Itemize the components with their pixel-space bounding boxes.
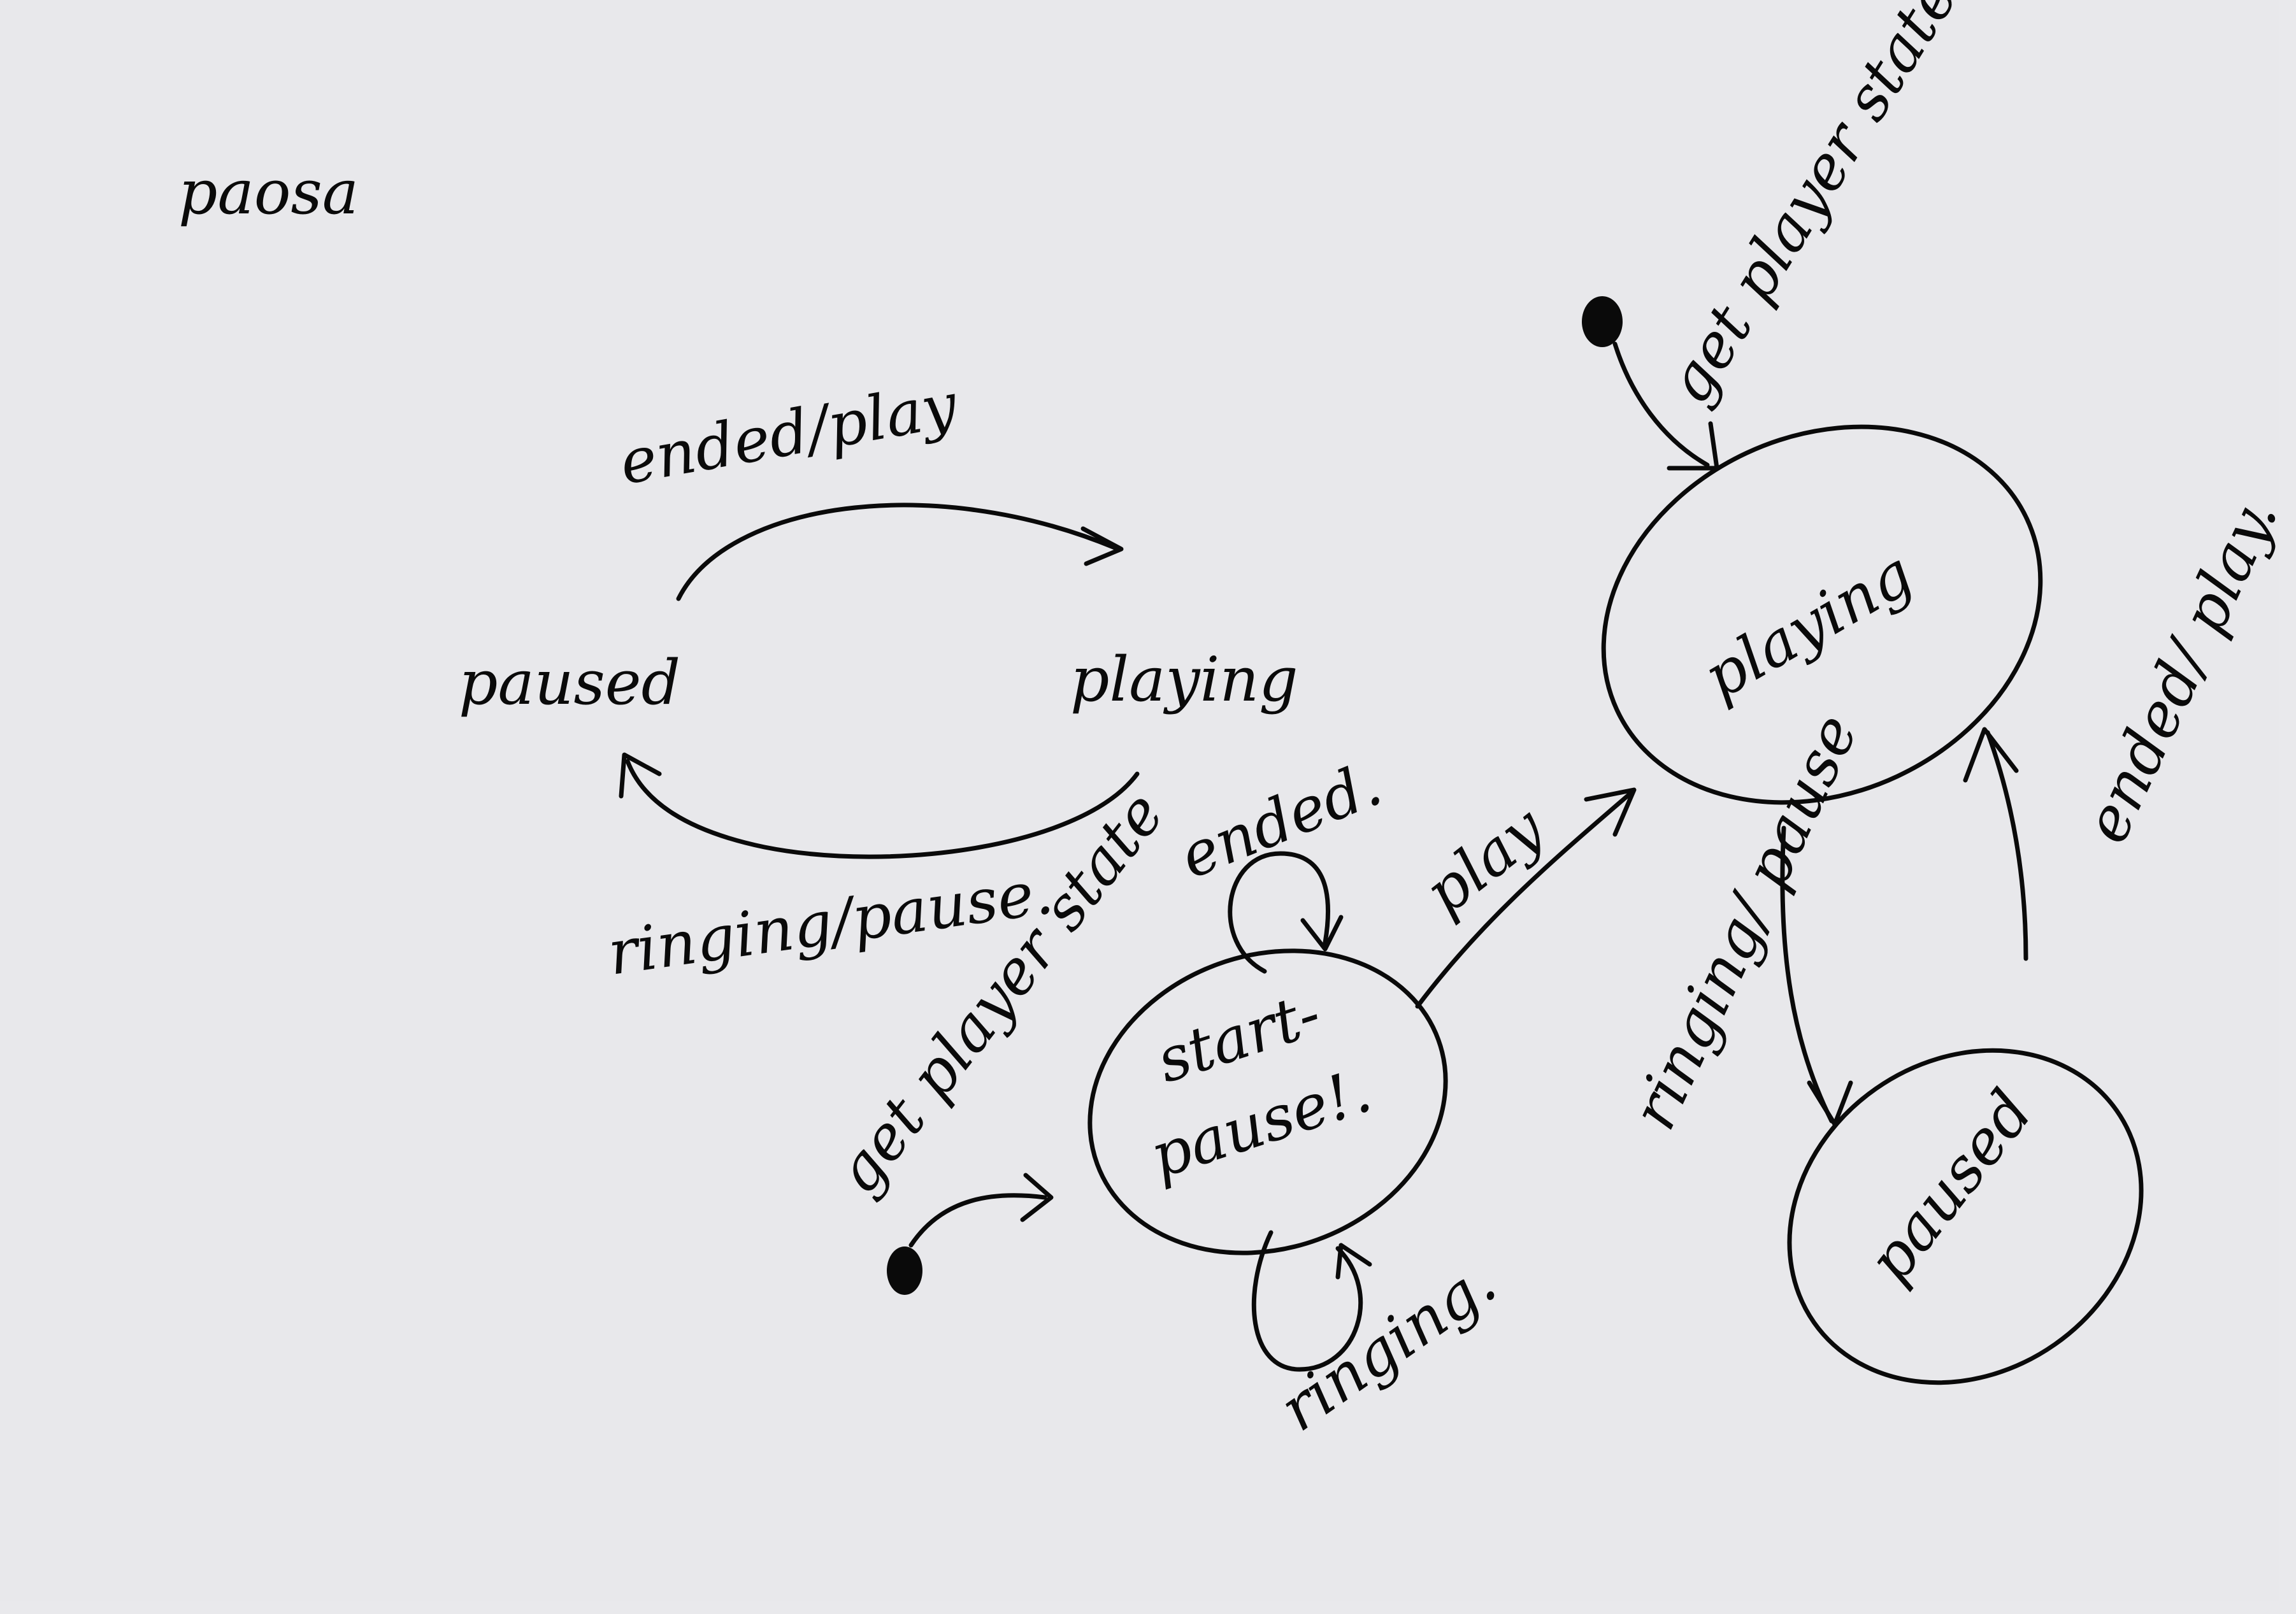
label-ended: ended. xyxy=(1170,748,1391,892)
left-arc-paused-to-playing xyxy=(676,503,1117,601)
left-label-ended-play: ended/play xyxy=(615,369,963,498)
label-play: play xyxy=(1411,792,1558,929)
initial-arrowhead-playing xyxy=(1667,421,1719,471)
start-self-loop-top-arrow xyxy=(1300,915,1344,952)
start-self-loop-bottom xyxy=(1251,1230,1363,1372)
left-diagram: paused playing ended/play ringing/pause. xyxy=(459,369,1298,989)
state-paused-ellipse xyxy=(1787,1048,2144,1385)
state-playing-ellipse xyxy=(1601,424,2043,805)
title-text: paosa xyxy=(178,157,359,228)
arrowhead-playing-to-paused xyxy=(1807,1080,1853,1127)
left-arrowhead-top xyxy=(1080,526,1124,566)
arrowhead-start-to-playing xyxy=(1584,787,1637,837)
left-arrowhead-bottom xyxy=(619,752,662,799)
right-diagram: start- pause!. ended. ringing. get playe… xyxy=(822,0,2292,1445)
label-ringing: ringing. xyxy=(1267,1246,1509,1445)
initial-dot-playing xyxy=(1582,296,1623,347)
label-ended-play-right: ended/ play. xyxy=(2070,487,2292,853)
state-paused-label: paused xyxy=(1854,1077,2047,1296)
label-ringing-pause-right: ringing/ pause xyxy=(1618,704,1872,1140)
start-self-loop-top xyxy=(1228,851,1331,974)
arrow-start-to-playing xyxy=(1415,790,1633,1009)
initial-arrow-playing xyxy=(1612,341,1710,468)
initial-arrow-start xyxy=(908,1193,1047,1248)
start-self-loop-bottom-arrow xyxy=(1335,1243,1372,1280)
arrow-paused-to-playing xyxy=(1985,730,2028,961)
state-playing-label: playing xyxy=(1692,538,1925,713)
arrowhead-paused-to-playing xyxy=(1963,727,2019,783)
arrow-playing-to-paused xyxy=(1780,825,1834,1124)
label-get-player-state-top: get player state xyxy=(1653,0,1972,415)
initial-dot-start xyxy=(887,1246,922,1295)
left-state-paused: paused xyxy=(459,647,680,718)
state-start-pause-ellipse xyxy=(1087,948,1448,1255)
left-arc-playing-to-paused xyxy=(625,759,1140,859)
left-state-playing: playing xyxy=(1070,644,1298,715)
initial-arrowhead-start xyxy=(1020,1173,1054,1222)
